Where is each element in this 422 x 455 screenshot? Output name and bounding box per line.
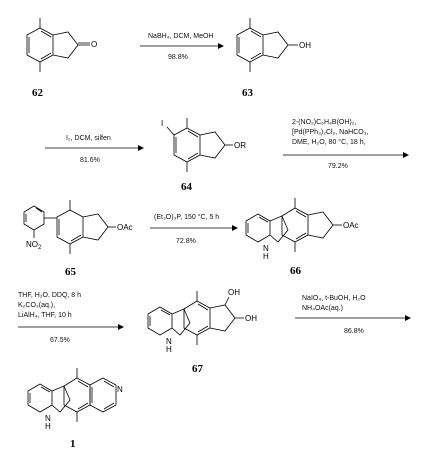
nh-h-label-67: H (166, 345, 172, 354)
step-1: NaBH₄, DCM, MeOH 98.8% (140, 33, 224, 61)
structure-64: I OR 64 (161, 118, 246, 193)
step-6-conditions-line-1: NaIO₄, t-BuOH, H₂O (302, 295, 366, 302)
compound-label-66: 66 (290, 265, 302, 277)
nitro-label: NO2 (26, 240, 42, 251)
nh-h-label-66: H (263, 252, 269, 261)
step-2: I₂, DCM, silfen 81.6% (45, 135, 144, 164)
oh-label-67a: OH (228, 288, 240, 297)
compound-label-63: 63 (242, 87, 254, 99)
step-3-yield: 79.2% (328, 163, 348, 170)
structure-67: OH OH N H 67 (147, 288, 257, 375)
step-3: 2-(NO₂)C₆H₄B(OH)₂, [Pd(PPh₃)₂Cl₂, NaHCO₃… (283, 119, 409, 170)
pyridine-n-label: N (117, 385, 123, 394)
compound-label-62: 62 (32, 87, 44, 99)
oac-label-65: OAc (117, 223, 133, 232)
hydroxyl-label: OH (299, 41, 311, 50)
nh-label-66: N (263, 244, 269, 253)
compound-label-65: 65 (65, 266, 77, 278)
step-2-conditions: I₂, DCM, silfen (66, 135, 111, 142)
structure-62: O 62 (26, 18, 97, 99)
nh-label-67: N (166, 337, 172, 346)
step-4: (Et₃O)₃P, 150 °C, 5 h 72.8% (150, 213, 238, 245)
iodine-label: I (161, 119, 163, 128)
step-5-conditions-line-1: THF, H₂O, DDQ, 8 h (18, 292, 81, 299)
structure-65: NO2 OAc 65 (23, 200, 133, 278)
step-3-conditions-line-1: 2-(NO₂)C₆H₄B(OH)₂, (292, 119, 356, 126)
nh-label-1: N (45, 414, 51, 423)
step-5-conditions-line-2: K₂CO₃(aq.), (18, 302, 55, 309)
step-5-yield: 67.5% (50, 337, 70, 344)
oh-label-67b: OH (245, 314, 257, 323)
step-4-yield: 72.8% (176, 238, 196, 245)
compound-label-64: 64 (181, 181, 193, 193)
step-2-yield: 81.6% (80, 157, 100, 164)
structure-66: OAc N H 66 (245, 198, 359, 277)
step-5-conditions-line-3: LiAlH₄, THF, 10 h (18, 312, 72, 319)
step-1-conditions: NaBH₄, DCM, MeOH (148, 33, 213, 40)
carbonyl-label: O (91, 40, 97, 49)
step-6-conditions-line-2: NH₄OAc(aq.) (302, 305, 343, 312)
step-6-yield: 86.8% (344, 328, 364, 335)
structure-1: N N H 1 (27, 368, 123, 450)
step-3-conditions-line-2: [Pd(PPh₃)₂Cl₂, NaHCO₃, (292, 129, 369, 136)
step-6: NaIO₄, t-BuOH, H₂O NH₄OAc(aq.) 86.8% (295, 295, 411, 335)
structure-63: OH 63 (236, 18, 311, 99)
nh-h-label-1: H (45, 422, 51, 431)
step-5: THF, H₂O, DDQ, 8 h K₂CO₃(aq.), LiAlH₄, T… (18, 292, 124, 344)
step-3-conditions-line-3: DME, H₂O, 80 °C, 18 h, (292, 138, 366, 146)
or-label: OR (234, 141, 246, 150)
compound-label-1: 1 (70, 438, 76, 450)
step-4-conditions: (Et₃O)₃P, 150 °C, 5 h (154, 213, 219, 221)
compound-label-67: 67 (192, 363, 204, 375)
oac-label-66: OAc (343, 221, 359, 230)
step-1-yield: 98.8% (168, 54, 188, 61)
